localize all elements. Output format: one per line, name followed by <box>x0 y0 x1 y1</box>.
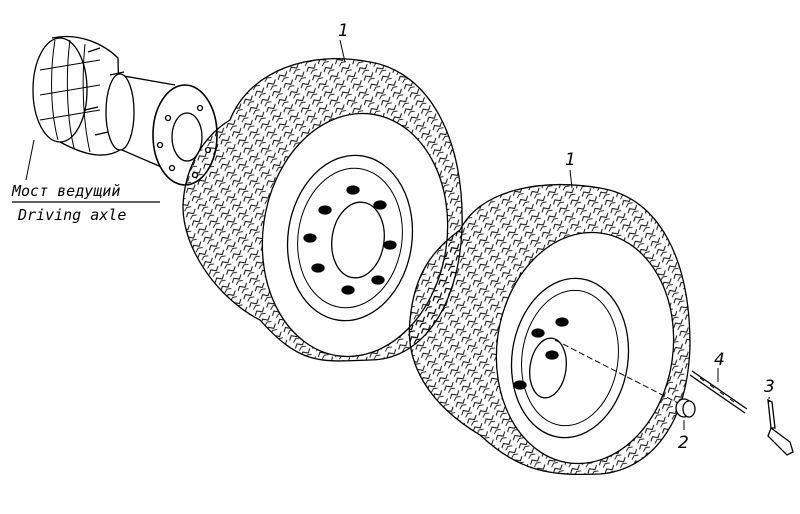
callout-wrench: 3 <box>764 377 775 397</box>
callout-nut: 2 <box>678 433 689 453</box>
callout-rod: 4 <box>714 350 725 370</box>
nut-drawing <box>675 398 696 418</box>
rod-drawing <box>689 370 748 414</box>
axle-leader-line <box>25 139 35 181</box>
callout-leader-tire-rear <box>569 169 573 189</box>
driving-axle-drawing <box>32 35 218 186</box>
callout-leader-tire-front <box>339 39 346 63</box>
tire-rear-drawing <box>408 184 691 476</box>
callout-tire-rear: 1 <box>565 150 576 170</box>
assembly-axis-line <box>554 339 683 406</box>
axle-label-en: Driving axle <box>17 206 126 224</box>
axle-label-ru: Мост ведущий <box>11 182 120 200</box>
callout-tire-front: 1 <box>338 21 349 41</box>
tire-front-drawing <box>182 58 463 362</box>
wrench-drawing <box>767 398 794 456</box>
